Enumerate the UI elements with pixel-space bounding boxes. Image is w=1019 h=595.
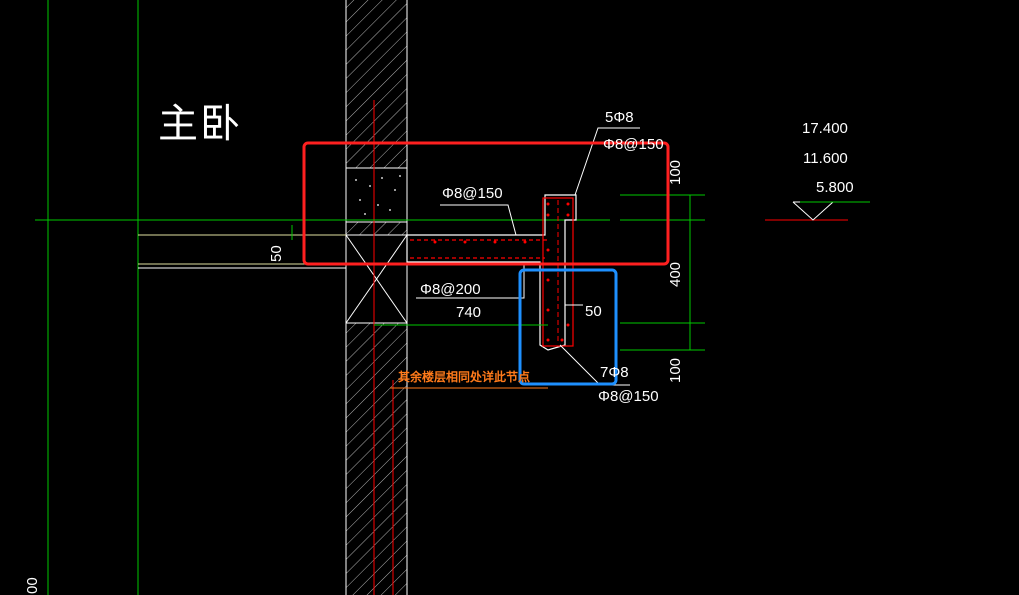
leader-phi8-150-slab (440, 204, 517, 236)
highlight-box-red (302, 141, 670, 266)
concrete-stipple (355, 175, 401, 215)
leader-5phi8 (574, 127, 640, 196)
slab-outline (406, 194, 577, 351)
dim-00-edge-label: 00 (24, 577, 41, 594)
leader-phi8-200 (416, 262, 525, 299)
upstand-stirrup (542, 197, 574, 347)
room-label: 主卧 (158, 101, 242, 147)
rebar-phi8-200-label: Φ8@200 (420, 281, 481, 298)
dim-100-top-label: 100 (667, 159, 684, 185)
dim-740-label: 740 (456, 304, 482, 321)
dim-50-left-label: 50 (268, 245, 285, 262)
upstand-rebar-dots (546, 202, 570, 342)
elevation-11600: 11.600 (803, 150, 848, 167)
wall-concrete-block (345, 167, 408, 223)
rebar-phi8-150-top-label: Φ8@150 (603, 136, 664, 153)
elevation-marker (792, 201, 835, 221)
slab-rebar-dots (433, 240, 527, 244)
rebar-phi8-150-bottom-label: Φ8@150 (598, 388, 659, 405)
elevation-5800: 5.800 (816, 179, 854, 196)
rebar-phi8-150-slab-label: Φ8@150 (442, 185, 503, 202)
rebar-5phi8-label: 5Φ8 (605, 109, 634, 126)
dim-50-right-label: 50 (585, 303, 602, 320)
note-other-floors: 其余楼层相同处详此节点 (398, 370, 531, 384)
dim-100-bottom-label: 100 (667, 357, 684, 383)
rebar-7phi8-label: 7Φ8 (600, 364, 629, 381)
opening-cross-2 (345, 234, 408, 324)
highlight-box-blue (518, 268, 618, 386)
dim-400-label: 400 (667, 261, 684, 287)
elevation-17400: 17.400 (802, 120, 848, 137)
